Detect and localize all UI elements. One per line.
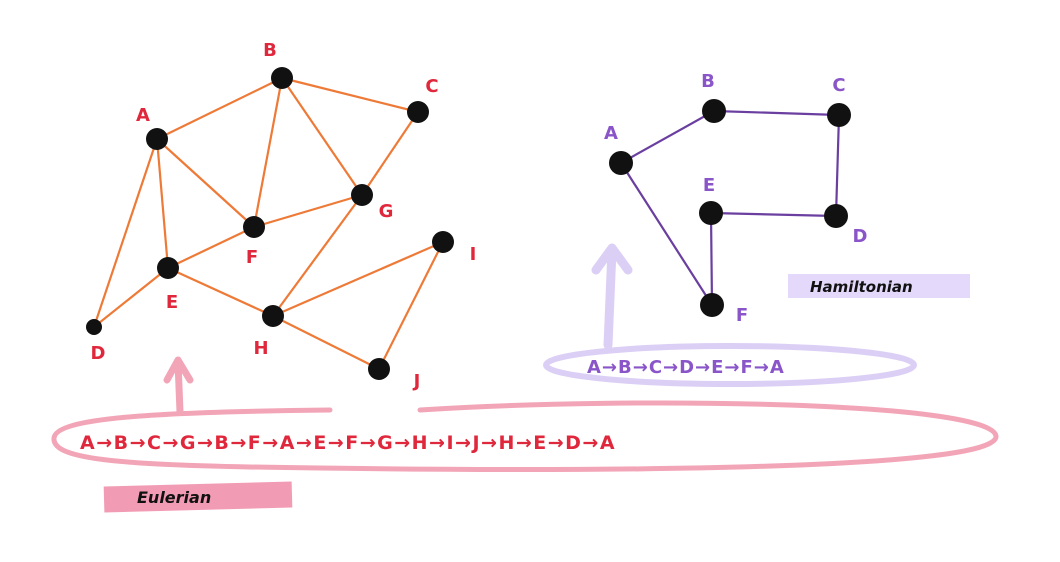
eulerian-edge-a-f: [155, 137, 256, 229]
eulerian-node-label-d: D: [91, 343, 106, 364]
hamiltonian-node-a: [609, 151, 633, 175]
eulerian-tag: Eulerian: [137, 488, 211, 507]
eulerian-node-b: [271, 67, 293, 89]
eulerian-node-label-c: C: [425, 76, 438, 97]
eulerian-tag-highlight: [103, 481, 293, 513]
hamiltonian-tag: Hamiltonian: [810, 278, 913, 296]
eulerian-edge-b-g: [280, 76, 364, 197]
eulerian-node-label-j: J: [412, 371, 421, 392]
eulerian-node-i: [432, 231, 454, 253]
eulerian-edge-e-h: [166, 266, 275, 318]
eulerian-arrow: [163, 356, 194, 416]
hamiltonian-edge-b-c: [712, 109, 841, 117]
eulerian-edge-h-i: [271, 240, 445, 318]
eulerian-edge-f-g: [252, 193, 364, 229]
eulerian-node-label-a: A: [136, 105, 150, 126]
hamiltonian-graph-edges: [619, 109, 841, 307]
hamiltonian-path-sequence: A→B→C→D→E→F→A: [587, 357, 785, 378]
eulerian-edge-c-g: [360, 110, 420, 197]
eulerian-edge-b-f: [252, 76, 284, 229]
hamiltonian-node-label-b: B: [701, 71, 715, 92]
eulerian-edge-d-e: [92, 266, 170, 329]
eulerian-node-label-h: H: [253, 338, 268, 359]
hamiltonian-node-label-a: A: [604, 123, 618, 144]
eulerian-edge-i-j: [377, 240, 445, 371]
hamiltonian-edge-f-a: [619, 161, 714, 307]
eulerian-node-label-b: B: [263, 40, 277, 61]
hamiltonian-arrow: [591, 243, 633, 350]
eulerian-edge-a-e: [155, 137, 170, 270]
hamiltonian-tag-highlight: [788, 274, 970, 298]
eulerian-node-a: [146, 128, 168, 150]
hamiltonian-node-label-f: F: [736, 305, 748, 326]
hamiltonian-edge-a-b: [619, 109, 716, 165]
eulerian-node-f: [243, 216, 265, 238]
hamiltonian-node-c: [827, 103, 851, 127]
eulerian-edge-h-j: [271, 314, 381, 371]
eulerian-node-c: [407, 101, 429, 123]
hamiltonian-node-label-c: C: [832, 75, 845, 96]
hamiltonian-node-label-d: D: [853, 226, 868, 247]
eulerian-node-g: [351, 184, 373, 206]
hamiltonian-node-e: [699, 201, 723, 225]
eulerian-node-j: [368, 358, 390, 380]
hamiltonian-edge-d-e: [709, 211, 838, 218]
eulerian-node-label-i: I: [470, 244, 477, 265]
eulerian-node-d: [86, 319, 102, 335]
eulerian-edge-a-d: [92, 137, 159, 329]
eulerian-edge-b-c: [280, 76, 420, 114]
eulerian-graph-edges: [92, 76, 445, 371]
eulerian-node-label-f: F: [246, 247, 258, 268]
hamiltonian-graph-nodes: A B C D E F: [604, 71, 867, 326]
hamiltonian-edge-c-d: [834, 113, 841, 218]
eulerian-node-h: [262, 305, 284, 327]
eulerian-edge-e-f: [166, 225, 256, 270]
eulerian-edge-g-h: [271, 193, 364, 318]
hamiltonian-edge-e-f: [709, 211, 714, 307]
hamiltonian-node-d: [824, 204, 848, 228]
hamiltonian-node-f: [700, 293, 724, 317]
eulerian-path-sequence: A→B→C→G→B→F→A→E→F→G→H→I→J→H→E→D→A: [80, 432, 616, 454]
eulerian-graph-nodes: A B C D E F G H I J: [86, 40, 476, 392]
hamiltonian-path-loop: [543, 343, 917, 387]
eulerian-node-label-g: G: [379, 201, 394, 222]
eulerian-path-loop: [51, 400, 999, 472]
hamiltonian-node-label-e: E: [703, 175, 715, 196]
eulerian-node-e: [157, 257, 179, 279]
hamiltonian-node-b: [702, 99, 726, 123]
eulerian-node-label-e: E: [166, 292, 178, 313]
eulerian-edge-a-b: [155, 76, 284, 141]
